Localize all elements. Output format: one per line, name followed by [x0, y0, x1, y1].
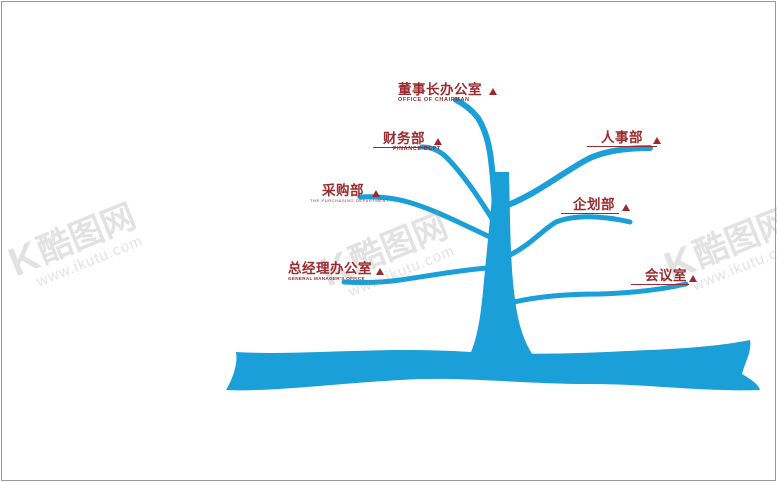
triangle-icon: [376, 268, 384, 275]
node-label-cn: 会议室: [645, 268, 687, 284]
underline: [587, 146, 657, 147]
node-planning: 企划部: [561, 197, 630, 214]
ground-shape: [226, 340, 760, 391]
node-label-cn: 财务部: [383, 131, 425, 147]
branch-chairman: [453, 97, 498, 208]
underline: [373, 147, 429, 148]
underline: [631, 284, 689, 285]
branch-hr: [505, 145, 653, 208]
triangle-icon: [653, 137, 661, 144]
node-label-en: OFFICE OF CHAIRMAN: [398, 97, 470, 103]
node-hr: 人事部: [587, 130, 661, 147]
node-label-cn: 人事部: [601, 130, 643, 146]
triangle-icon: [689, 275, 697, 282]
node-finance: 财务部 FINANCE DEPT: [373, 131, 442, 152]
triangle-icon: [622, 204, 630, 211]
node-label-cn: 总经理办公室: [288, 261, 372, 277]
triangle-icon: [434, 138, 442, 145]
branch-gm: [341, 265, 491, 286]
triangle-icon: [489, 88, 497, 95]
node-label-en: GENERAL MANAGER'S OFFICE: [288, 276, 365, 281]
node-meeting: 会议室: [631, 268, 697, 285]
branch-planning: [507, 214, 633, 258]
node-label-en: THE PURCHASING DEPARTMENT: [310, 198, 390, 203]
underline: [561, 213, 619, 214]
node-gm: 总经理办公室 GENERAL MANAGER'S OFFICE: [288, 261, 384, 282]
branch-finance: [419, 144, 497, 225]
node-label-en: FINANCE DEPT: [393, 146, 441, 152]
node-label-cn: 采购部: [322, 183, 364, 199]
node-purchasing: 采购部 THE PURCHASING DEPARTMENT: [310, 183, 389, 204]
trunk-shape: [466, 172, 538, 364]
branch-meeting: [511, 281, 689, 305]
triangle-icon: [372, 190, 380, 197]
node-chairman: 董事长办公室 OFFICE OF CHAIRMAN: [398, 82, 497, 103]
node-label-cn: 企划部: [573, 197, 615, 213]
node-label-cn: 董事长办公室: [398, 82, 482, 98]
